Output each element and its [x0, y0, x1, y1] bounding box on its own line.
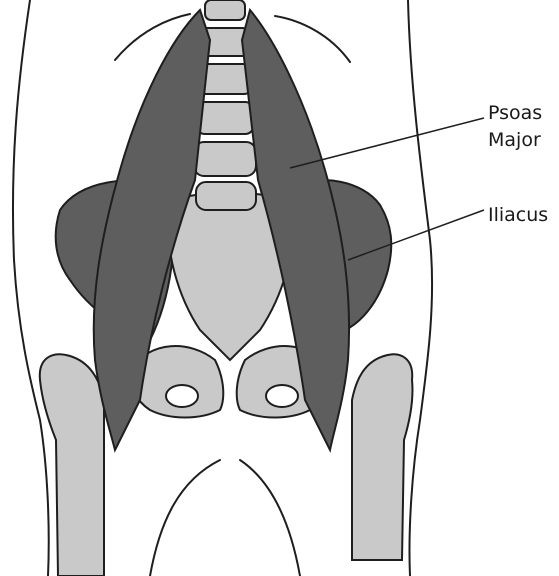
obturator-right: [266, 385, 298, 407]
psoas-major-label-line2: Major: [488, 127, 542, 154]
iliacus-label: Iliacus: [488, 202, 548, 229]
body-outline-left: [13, 0, 49, 576]
obturator-left: [166, 385, 198, 407]
rib-right: [275, 16, 350, 62]
inner-thigh-left: [150, 460, 220, 576]
psoas-major-label: Psoas Major: [488, 100, 542, 154]
body-outline-right: [408, 0, 432, 576]
femur-right: [352, 354, 413, 560]
inner-thigh-right: [240, 460, 300, 576]
psoas-major-label-line1: Psoas: [488, 100, 542, 127]
psoas-leader-line: [290, 118, 484, 168]
